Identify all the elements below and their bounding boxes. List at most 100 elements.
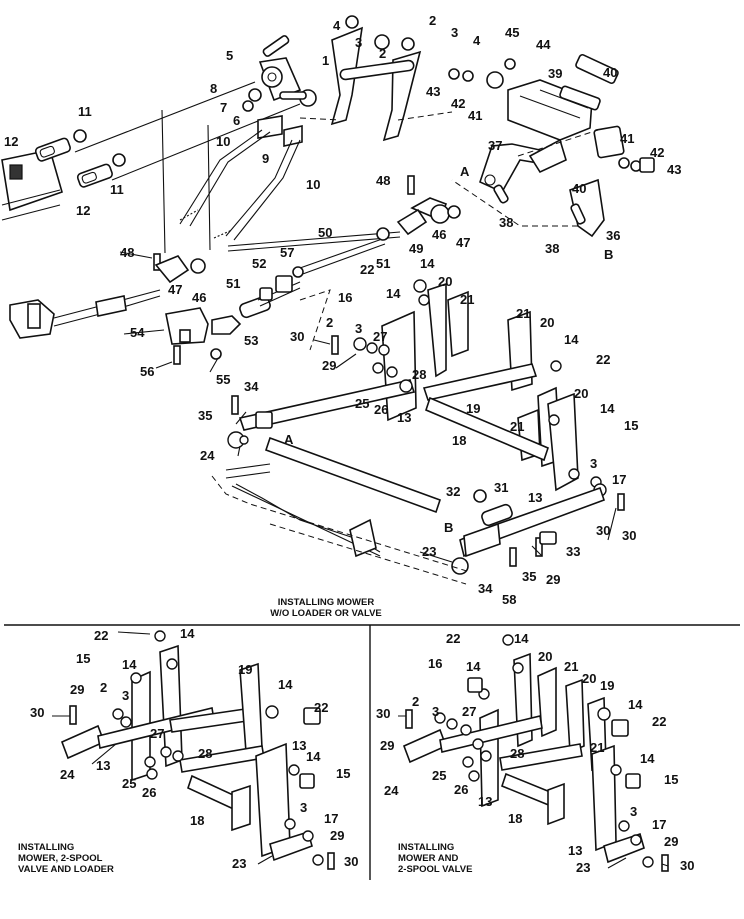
callout: 24 <box>384 783 399 798</box>
callout: 4 <box>473 33 481 48</box>
callout: 56 <box>140 364 154 379</box>
bottom-right-assembly <box>402 634 669 872</box>
callout: 19 <box>466 401 480 416</box>
callout: 14 <box>180 626 195 641</box>
callout: 29 <box>664 834 678 849</box>
callout: 18 <box>452 433 466 448</box>
callout: 30 <box>680 858 694 873</box>
callout: 5 <box>226 48 233 63</box>
callout: 21 <box>460 292 474 307</box>
callout: 12 <box>4 134 18 149</box>
callout: 37 <box>488 138 502 153</box>
bottom-right-callout-labels: 22 14 16 14 20 21 20 19 30 2 3 27 14 22 … <box>376 631 694 875</box>
callout: 2 <box>326 315 333 330</box>
caption-bottom-left-line2: MOWER, 2-SPOOL <box>18 853 103 864</box>
callout: B <box>604 247 613 262</box>
callout: 25 <box>355 396 369 411</box>
caption-bottom-right: INSTALLING MOWER AND 2-SPOOL VALVE <box>398 842 538 875</box>
callout: 27 <box>373 329 387 344</box>
callout: 35 <box>198 408 212 423</box>
caption-bottom-left-line1: INSTALLING <box>18 842 75 853</box>
callout: 13 <box>397 410 411 425</box>
callout: 15 <box>664 772 678 787</box>
callout: 6 <box>233 113 240 128</box>
callout: 30 <box>596 523 610 538</box>
callout: 14 <box>122 657 137 672</box>
callout: 22 <box>94 628 108 643</box>
callout: A <box>460 164 470 179</box>
callout: 23 <box>422 544 436 559</box>
callout: 34 <box>478 581 493 596</box>
callout: 20 <box>582 671 596 686</box>
callout: 18 <box>508 811 522 826</box>
callout: 43 <box>667 162 681 177</box>
callout: 14 <box>628 697 643 712</box>
callout: 22 <box>314 700 328 715</box>
top-callout-labels: 4 3 2 2 1 5 8 7 6 9 10 10 11 12 11 12 3 … <box>4 13 681 607</box>
callout: 42 <box>451 96 465 111</box>
callout: 14 <box>466 659 481 674</box>
callout: 29 <box>330 828 344 843</box>
callout: 12 <box>76 203 90 218</box>
leader-lines <box>52 251 669 869</box>
callout: 19 <box>238 662 252 677</box>
caption-top: INSTALLING MOWER W/O LOADER OR VALVE <box>246 597 406 619</box>
callout: 21 <box>510 419 524 434</box>
caption-bottom-left-line3: VALVE AND LOADER <box>18 864 114 875</box>
callout: 2 <box>429 13 436 28</box>
callout: 41 <box>620 131 634 146</box>
callout: 21 <box>590 740 604 755</box>
callout: 17 <box>652 817 666 832</box>
caption-bottom-right-line2: MOWER AND <box>398 853 459 864</box>
callout: 49 <box>409 241 423 256</box>
callout: 26 <box>374 402 388 417</box>
callout: 50 <box>318 225 332 240</box>
callout: 3 <box>300 800 307 815</box>
callout: 2 <box>100 680 107 695</box>
bottom-left-callout-labels: 22 14 15 14 29 2 3 30 27 28 24 13 25 26 … <box>30 626 358 871</box>
callout: 4 <box>333 18 341 33</box>
callout: B <box>444 520 453 535</box>
callout: 27 <box>150 726 164 741</box>
callout: 28 <box>412 367 426 382</box>
callout: 23 <box>576 860 590 875</box>
callout: 8 <box>210 81 217 96</box>
callout: 43 <box>426 84 440 99</box>
callout: 22 <box>596 352 610 367</box>
callout: 48 <box>376 173 390 188</box>
callout: 21 <box>516 306 530 321</box>
callout: 13 <box>568 843 582 858</box>
callout: 14 <box>420 256 435 271</box>
callout: 47 <box>456 235 470 250</box>
callout: 9 <box>262 151 269 166</box>
callout: 3 <box>432 704 439 719</box>
callout: 20 <box>574 386 588 401</box>
callout: 13 <box>96 758 110 773</box>
callout: 14 <box>306 749 321 764</box>
callout: 16 <box>338 290 352 305</box>
bottom-left-assembly <box>60 630 335 870</box>
callout: 51 <box>376 256 390 271</box>
callout: 3 <box>355 321 362 336</box>
callout: 14 <box>564 332 579 347</box>
callout: 27 <box>462 704 476 719</box>
caption-bottom-left: INSTALLING MOWER, 2-SPOOL VALVE AND LOAD… <box>18 842 158 875</box>
callout: 21 <box>564 659 578 674</box>
callout: 18 <box>190 813 204 828</box>
callout: 2 <box>412 694 419 709</box>
callout: 20 <box>538 649 552 664</box>
top-assembly <box>1 15 655 585</box>
callout: 24 <box>60 767 75 782</box>
callout: 3 <box>355 35 362 50</box>
callout: 14 <box>640 751 655 766</box>
caption-bottom-right-line1: INSTALLING <box>398 842 455 853</box>
callout: 11 <box>78 104 92 119</box>
callout: 41 <box>468 108 482 123</box>
callout: 14 <box>600 401 615 416</box>
callout: 29 <box>322 358 336 373</box>
callout: 29 <box>380 738 394 753</box>
callout: 31 <box>494 480 508 495</box>
callout: 25 <box>122 776 136 791</box>
callout: 51 <box>226 276 240 291</box>
